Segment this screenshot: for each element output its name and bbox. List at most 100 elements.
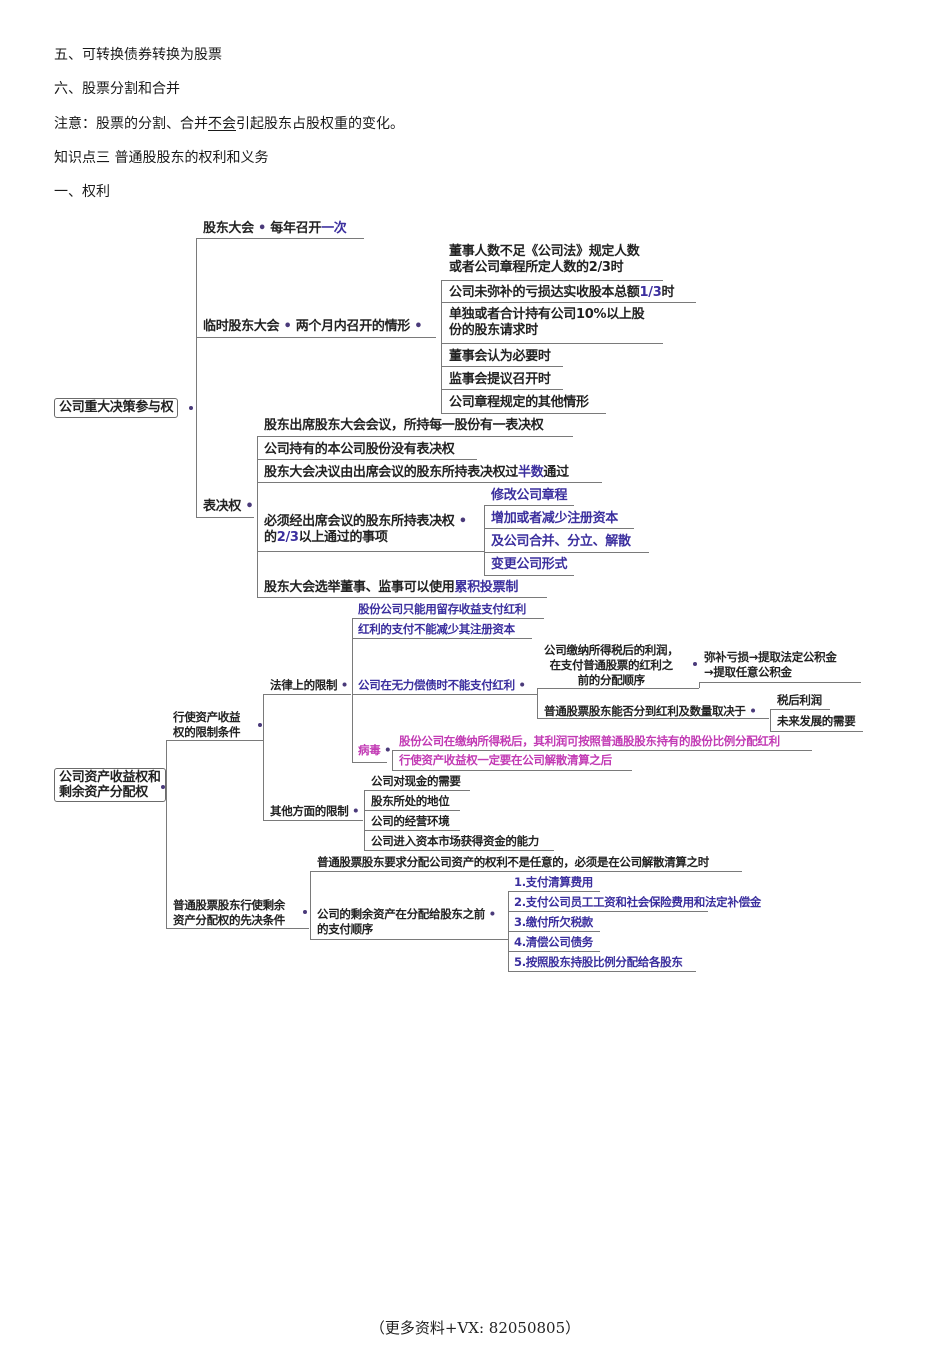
- limits-line2: 权的限制条件: [173, 725, 241, 739]
- payment-order-line1: 公司的剩余资产在分配给股东之前: [317, 907, 485, 921]
- connector: [257, 436, 573, 437]
- connector: [484, 505, 485, 575]
- egm-item-4: 董事会认为必要时: [449, 349, 551, 364]
- connector: [537, 688, 699, 689]
- connector: [441, 389, 563, 390]
- connector: [166, 928, 309, 929]
- connector: [310, 871, 742, 872]
- heading-convertible: 五、可转换债券转换为股票: [54, 47, 222, 63]
- connector: [537, 688, 538, 718]
- connector: [364, 790, 365, 850]
- mindmap2-root: 公司资产收益权和 剩余资产分配权: [54, 768, 166, 802]
- connector: [364, 850, 554, 851]
- connector: [537, 718, 769, 719]
- connector: [352, 618, 544, 619]
- connector: [263, 694, 351, 695]
- egm-item-5: 监事会提议召开时: [449, 372, 551, 387]
- egm-item-3: 单独或者合计持有公司10%以上股 份的股东请求时: [449, 307, 645, 339]
- limits-line1: 行使资产收益: [173, 710, 241, 724]
- connector: [699, 682, 700, 688]
- egm-node: 临时股东大会 • 两个月内召开的情形 •: [203, 319, 423, 334]
- vote-item-5-highlight: 累积投票制: [454, 580, 519, 595]
- vote-item-5-text: 股东大会选举董事、监事可以使用: [264, 580, 455, 595]
- vote-label: 表决权: [203, 499, 242, 514]
- connector: [770, 709, 830, 710]
- connector: [508, 931, 600, 932]
- mindmap2-root-line1: 公司资产收益权和: [59, 770, 161, 785]
- vote-item-4-post: 以上通过的事项: [298, 530, 388, 545]
- connector: [364, 810, 460, 811]
- connector: [484, 552, 649, 553]
- residual-line2: 资产分配权的先决条件: [173, 913, 285, 927]
- connector: [392, 750, 393, 770]
- egm-item-6: 公司章程规定的其他情形: [449, 395, 589, 410]
- egm-item-2: 公司未弥补的亏损达实收股本总额1/3时: [449, 285, 674, 301]
- connector: [310, 939, 508, 940]
- payment-step-5: 5.按照股东持股比例分配给各股东: [514, 955, 683, 969]
- payment-step-2: 2.支付公司员工工资和社会保险费用和法定补偿金: [514, 895, 761, 910]
- connector: [441, 280, 442, 414]
- connector: [352, 618, 353, 763]
- other-limits-label: 其他方面的限制: [270, 804, 349, 818]
- connector: [352, 694, 537, 695]
- residual-item-1: 普通股票股东要求分配公司资产的权利不是任意的，必须是在公司解散清算之时: [317, 855, 709, 869]
- vote-item-3-highlight: 半数: [518, 465, 544, 480]
- egm-item-2-highlight: 1/3: [639, 285, 662, 300]
- heading-knowledge-point: 知识点三 普通股股东的权利和义务: [54, 150, 269, 166]
- profit-order-detail-2: →提取任意公积金: [704, 665, 792, 679]
- profit-order-line2: 在支付普通股票的红利之: [549, 658, 674, 672]
- note-emphasis: 不会: [208, 116, 236, 132]
- connector: [484, 575, 574, 576]
- connector: [508, 951, 600, 952]
- egm-item-2-text: 公司未弥补的亏损达实收股本总额: [449, 285, 640, 300]
- connector: [484, 505, 574, 506]
- connector: [257, 482, 602, 483]
- vote-item-1: 股东出席股东大会会议，所持每一股份有一表决权: [264, 418, 544, 433]
- supermajority-item-3: 及公司合并、分立、解散: [491, 534, 631, 549]
- payment-step-2-end: 和法定补偿金: [693, 895, 762, 909]
- payment-step-4: 4.清偿公司债务: [514, 935, 593, 949]
- other-limit-2: 股东所处的地位: [371, 794, 450, 808]
- heading-rights: 一、权利: [54, 184, 110, 200]
- agm-freq-highlight: 一次: [321, 221, 347, 236]
- payment-step-1: 1.支付清算费用: [514, 875, 593, 889]
- profit-order-line3: 前的分配顺序: [577, 673, 646, 687]
- other-limit-4: 公司进入资本市场获得资金的能力: [371, 834, 539, 848]
- vote-item-4-highlight: 2/3: [276, 530, 299, 545]
- vote-node: 表决权 •: [203, 499, 254, 514]
- other-limits-node: 其他方面的限制 •: [270, 804, 360, 818]
- connector: [770, 709, 771, 731]
- legal-node: 法律上的限制 •: [270, 678, 348, 692]
- payment-step-3: 3.缴付所欠税款: [514, 915, 593, 929]
- note-paragraph: 注意：股票的分割、合并不会引起股东占股权重的变化。: [54, 115, 404, 133]
- connector: [257, 597, 547, 598]
- vote-item-2: 公司持有的本公司股份没有表决权: [264, 442, 455, 457]
- dividend-factor-1: 税后利润: [777, 693, 822, 707]
- payment-order-node: 公司的剩余资产在分配给股东之前 • 的支付顺序: [317, 907, 496, 936]
- connector: [263, 694, 264, 820]
- connector: [508, 891, 600, 892]
- connector: [196, 517, 254, 518]
- connector: [257, 551, 484, 552]
- connector: [257, 436, 258, 597]
- connector: [770, 731, 863, 732]
- supermajority-item-4: 变更公司形式: [491, 557, 568, 572]
- vote-item-4-line1: 必须经出席会议的股东所持表决权: [264, 514, 455, 529]
- vote-item-4: 必须经出席会议的股东所持表决权 • 的2/3以上通过的事项: [264, 514, 467, 545]
- other-limit-1: 公司对现金的需要: [371, 774, 461, 788]
- note-text-end: 引起股东占股权重的变化。: [236, 116, 404, 132]
- egm-item-3-line2: 份的股东请求时: [449, 323, 538, 338]
- egm-item-1: 董事人数不足《公司法》规定人数 或者公司章程所定人数的2/3时: [449, 244, 640, 276]
- virus-item-2: 行使资产收益权一定要在公司解散清算之后: [399, 753, 612, 767]
- connector: [166, 740, 167, 928]
- residual-node: 普通股票股东行使剩余 资产分配权的先决条件: [173, 898, 285, 928]
- dividend-depends-label: 普通股票股东能否分到红利及数量取决于: [544, 704, 746, 718]
- virus-item-1: 股份公司在缴纳所得税后，其利润可按照普通股股东持有的股份比例分配红利: [399, 734, 780, 748]
- connector: [364, 830, 460, 831]
- connector: [257, 459, 477, 460]
- connector: [441, 343, 663, 344]
- connector: [364, 790, 470, 791]
- node-dot: [258, 723, 262, 727]
- legal-item-3: 公司在无力偿债时不能支付红利 •: [358, 678, 526, 692]
- mindmap1-root: 公司重大决策参与权: [54, 398, 179, 418]
